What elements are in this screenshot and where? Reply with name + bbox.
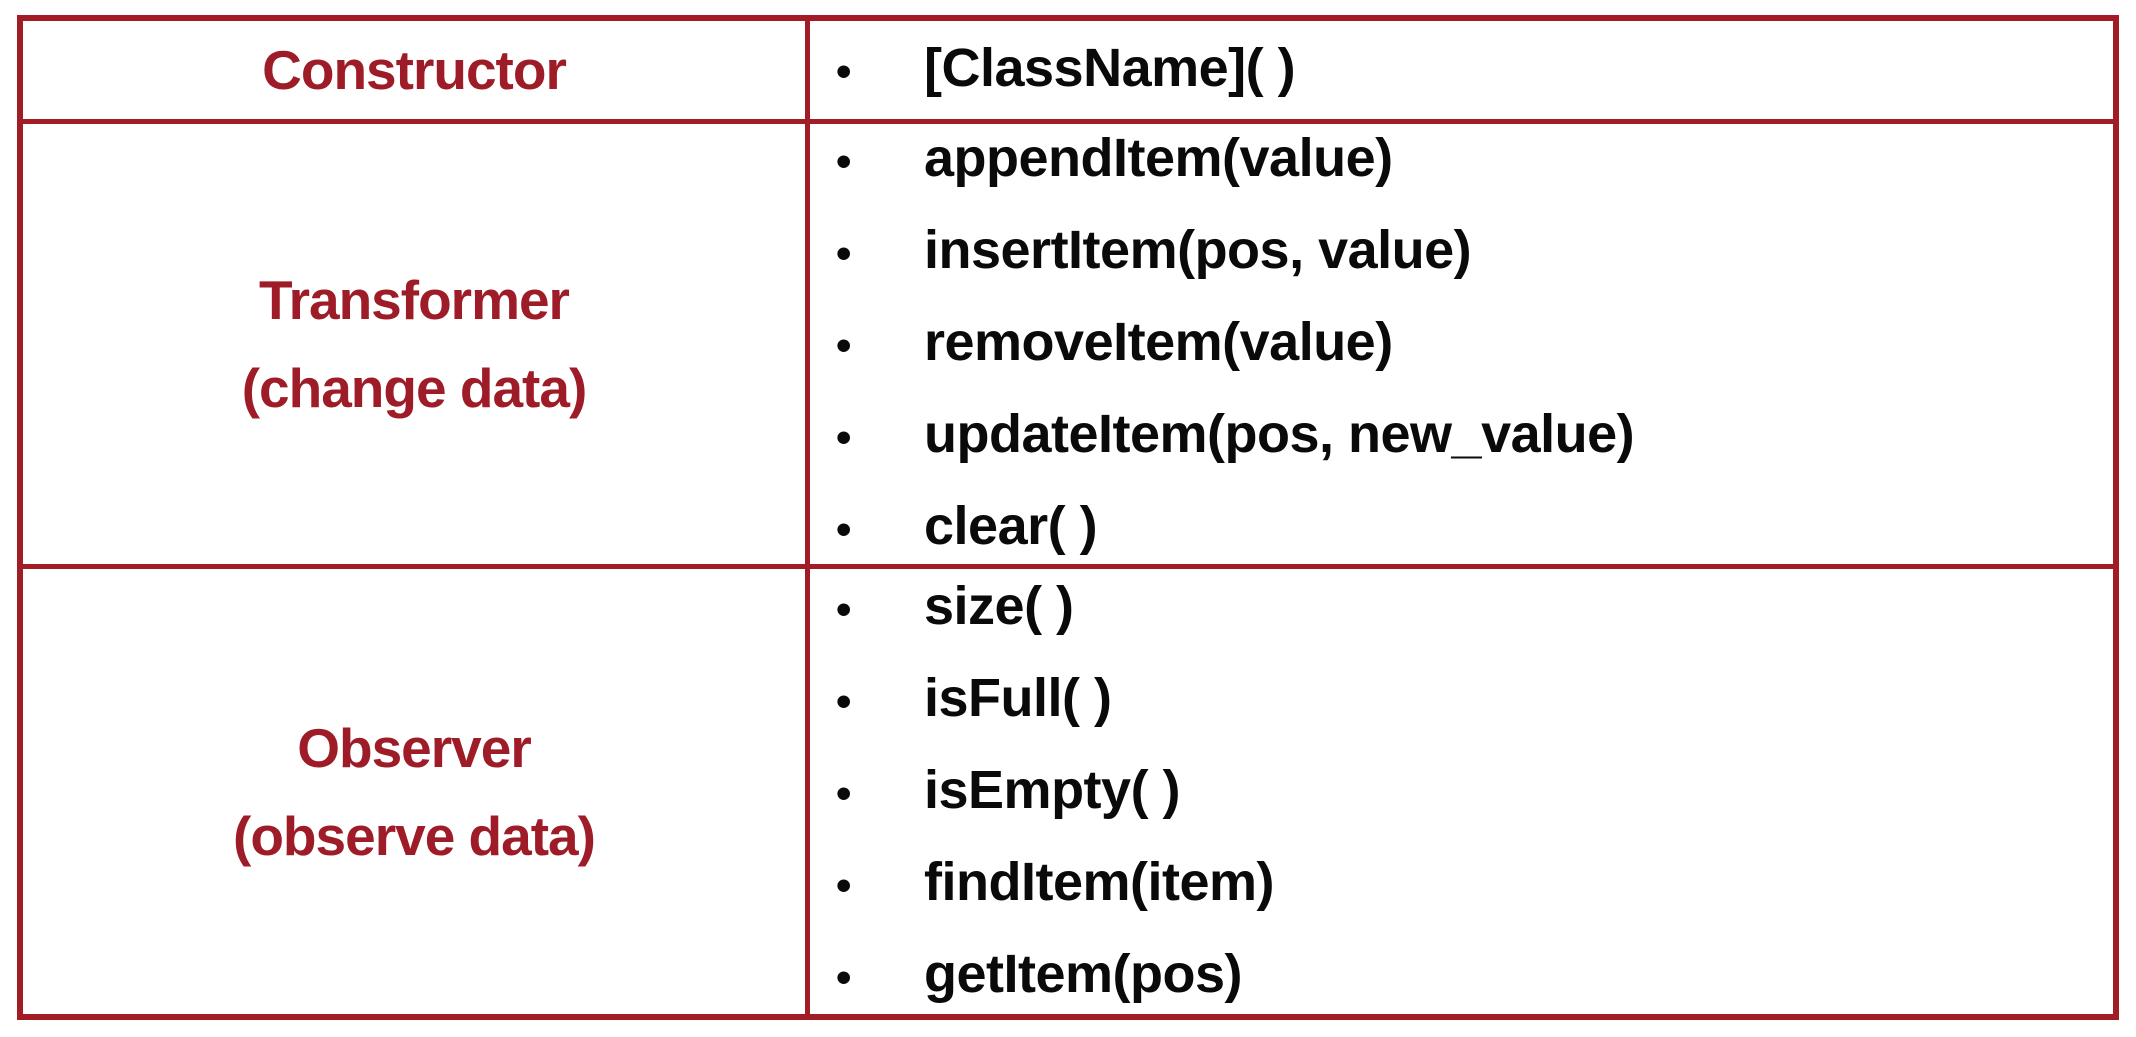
method-label: removeItem(value)	[924, 312, 1393, 372]
list-item: • getItem(pos)	[810, 930, 2113, 1015]
list-item: • appendItem(value)	[810, 124, 2113, 206]
method-label: size( )	[924, 575, 1074, 636]
category-label: Transformer	[259, 269, 570, 331]
bullet-icon: •	[836, 321, 851, 370]
method-label: isFull( )	[924, 667, 1112, 728]
list-item: • isEmpty( )	[810, 746, 2113, 838]
bullet-icon: •	[836, 768, 851, 818]
methods-cell-observer: • size( ) • isFull( ) • isEmpty( ) • fin…	[810, 569, 2113, 1014]
list-item: • isFull( )	[810, 654, 2113, 746]
methods-cell-transformer: • appendItem(value) • insertItem(pos, va…	[810, 124, 2113, 569]
bullet-icon: •	[836, 413, 851, 462]
category-label: Observer	[297, 716, 532, 779]
bullet-icon: •	[836, 584, 851, 634]
list-item: • [ClassName]( )	[810, 24, 2113, 116]
category-sublabel: (change data)	[241, 357, 588, 419]
method-label: clear( )	[924, 496, 1098, 556]
method-label: findItem(item)	[924, 851, 1275, 912]
list-item: • insertItem(pos, value)	[810, 206, 2113, 298]
method-label: appendItem(value)	[924, 128, 1393, 188]
adt-operations-table: Constructor • [ClassName]( ) Transformer…	[17, 15, 2119, 1020]
category-cell-observer: Observer (observe data)	[23, 569, 810, 1014]
method-label: isEmpty( )	[924, 759, 1181, 820]
method-label: getItem(pos)	[924, 943, 1243, 1004]
list-item: • clear( )	[810, 482, 2113, 564]
bullet-icon: •	[836, 229, 851, 278]
list-item: • updateItem(pos, new_value)	[810, 390, 2113, 482]
method-label: insertItem(pos, value)	[924, 220, 1472, 280]
list-item: • size( )	[810, 569, 2113, 654]
bullet-icon: •	[836, 860, 851, 910]
bullet-icon: •	[836, 505, 851, 554]
method-label: updateItem(pos, new_value)	[924, 404, 1635, 464]
category-cell-constructor: Constructor	[23, 21, 810, 124]
method-label: [ClassName]( )	[924, 38, 1296, 98]
bullet-icon: •	[836, 676, 851, 726]
bullet-icon: •	[836, 137, 851, 186]
list-item: • findItem(item)	[810, 838, 2113, 930]
bullet-icon: •	[836, 47, 851, 96]
list-item: • removeItem(value)	[810, 298, 2113, 390]
methods-cell-constructor: • [ClassName]( )	[810, 21, 2113, 124]
category-label: Constructor	[262, 39, 567, 101]
category-cell-transformer: Transformer (change data)	[23, 124, 810, 569]
bullet-icon: •	[836, 952, 851, 1002]
category-sublabel: (observe data)	[233, 804, 596, 867]
